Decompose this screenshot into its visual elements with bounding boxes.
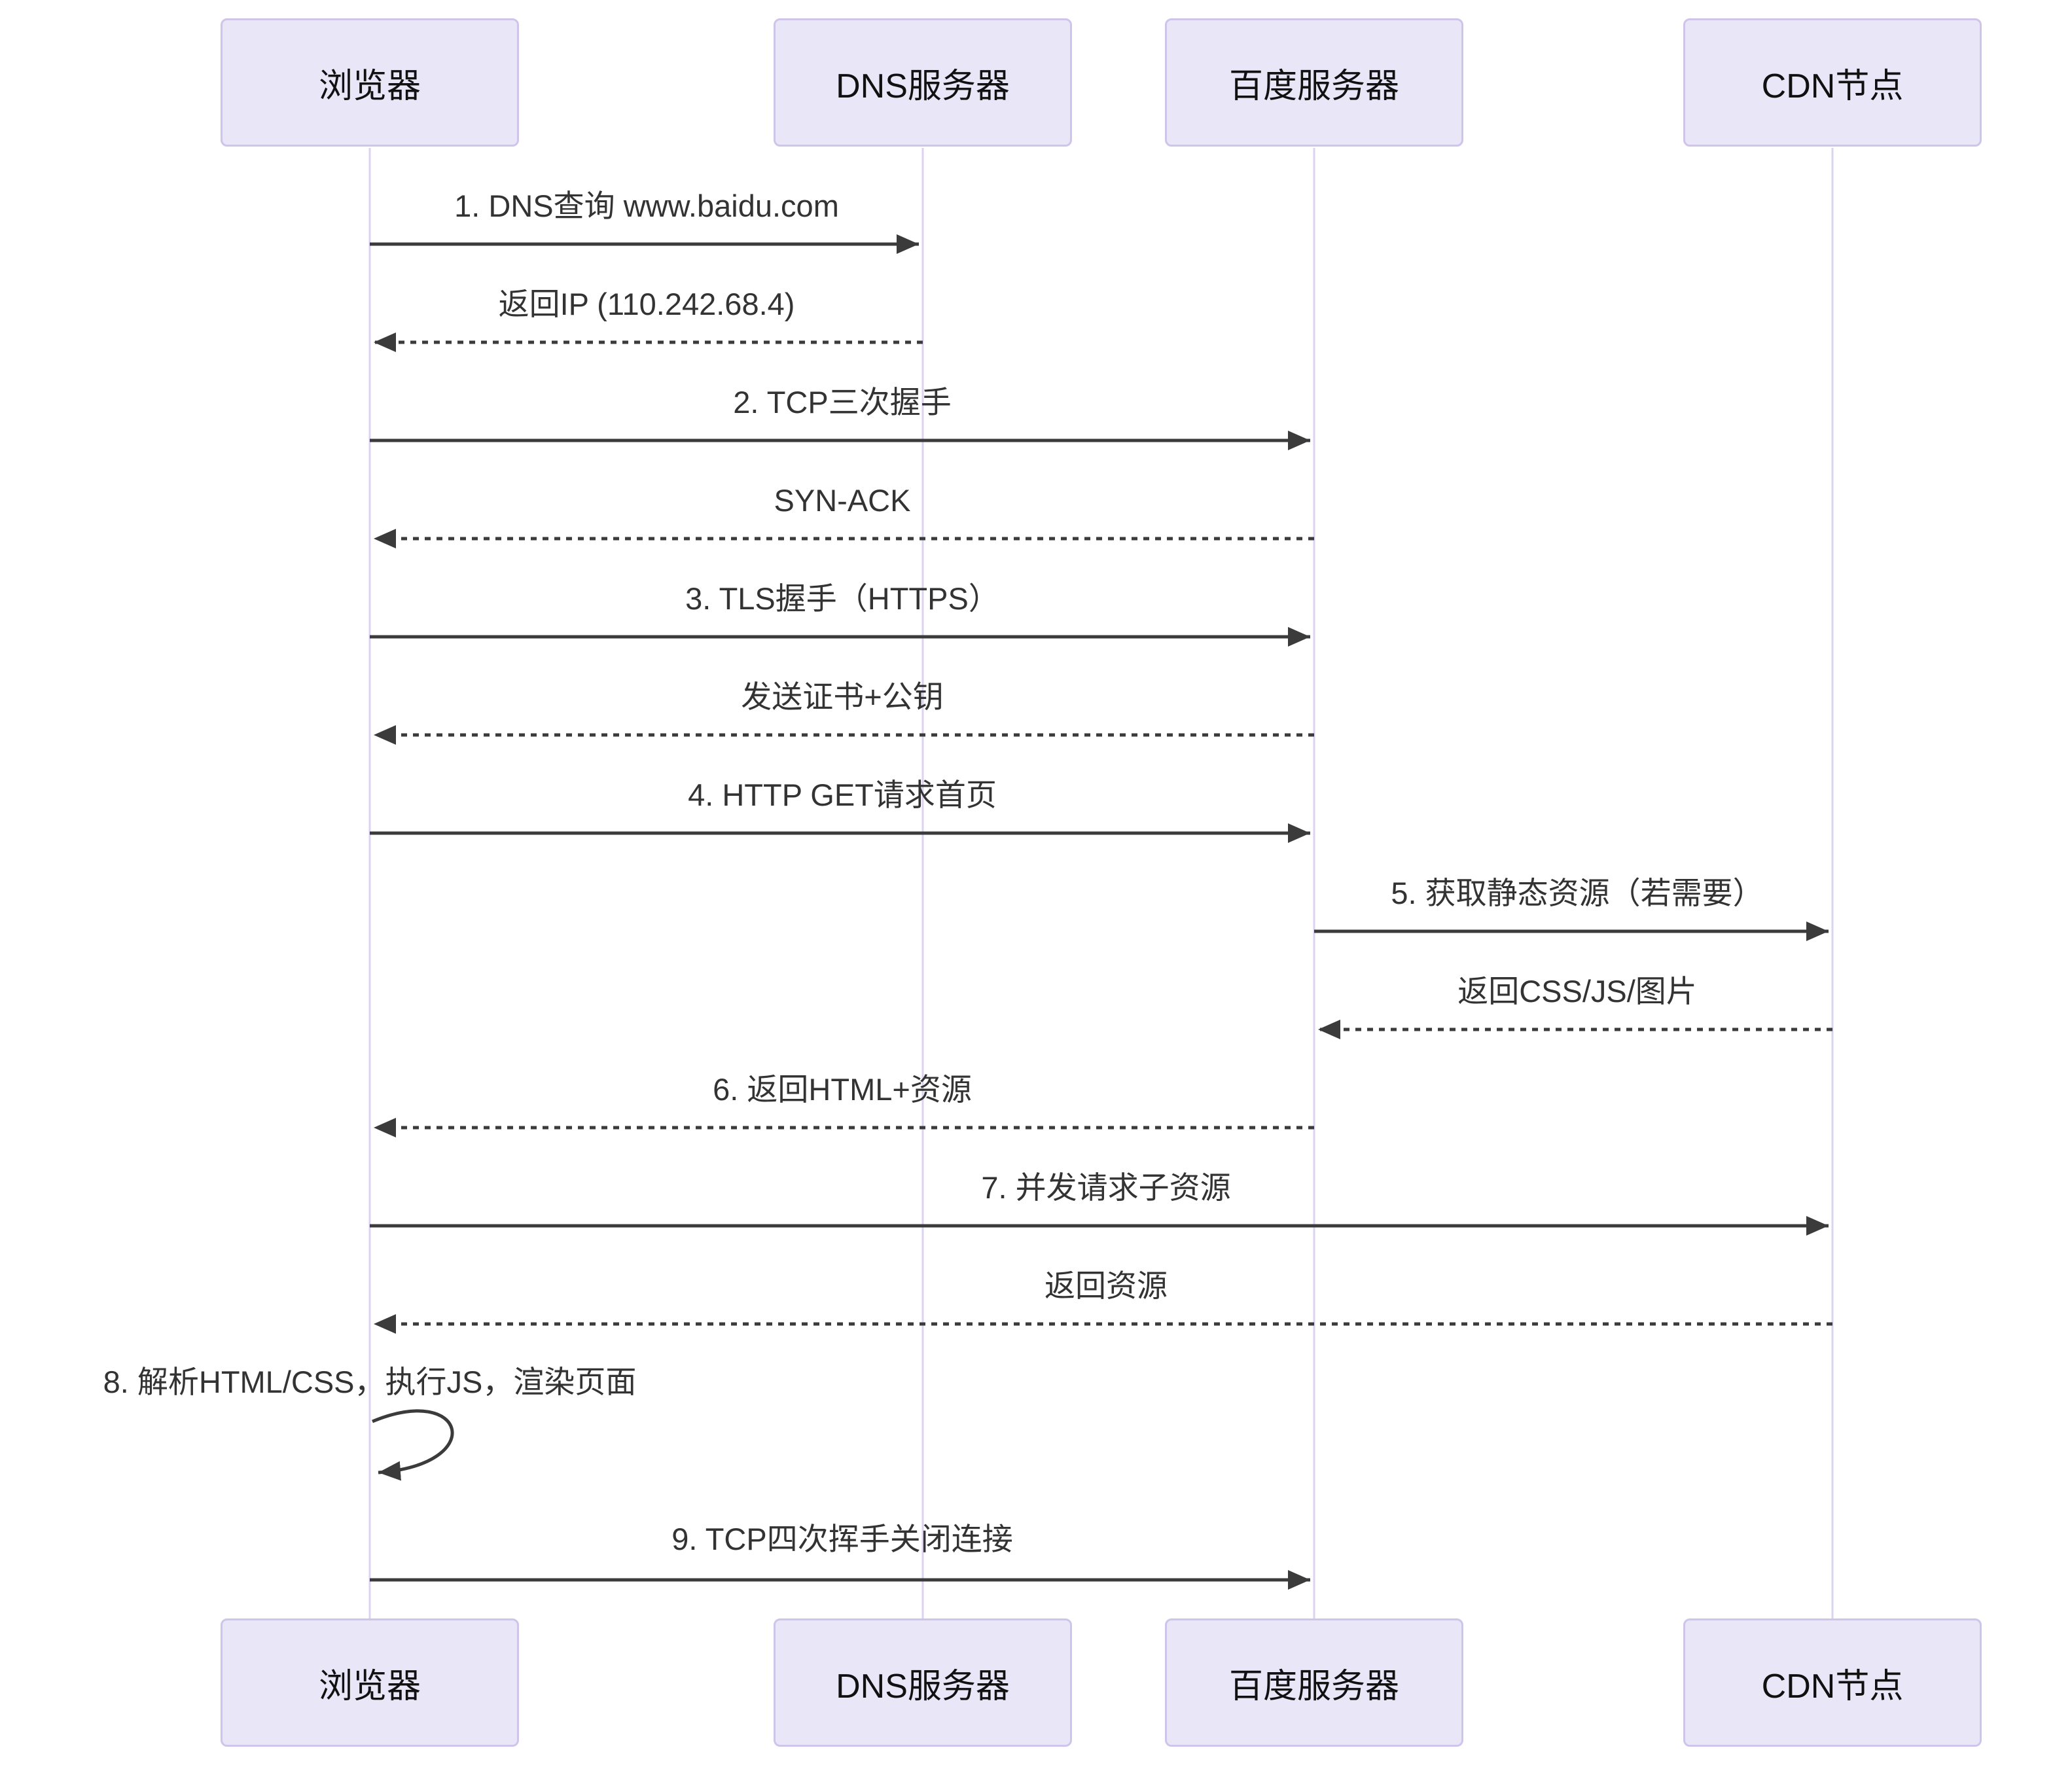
actor-bottom-baidu: 百度服务器 (1165, 1618, 1463, 1747)
actor-label: DNS服务器 (836, 67, 1010, 105)
message-label-12: 返回资源 (1045, 1268, 1168, 1303)
actor-bottom-browser: 浏览器 (221, 1618, 519, 1747)
actor-top-baidu: 百度服务器 (1165, 18, 1463, 147)
message-label-11: 7. 并发请求子资源 (981, 1170, 1231, 1205)
message-label-4: SYN-ACK (774, 482, 911, 518)
message-label-10: 6. 返回HTML+资源 (713, 1071, 972, 1107)
message-arrows (370, 234, 1832, 1590)
actor-label: CDN节点 (1761, 1667, 1904, 1706)
actor-label: DNS服务器 (836, 1667, 1010, 1706)
message-label-14: 9. TCP四次挥手关闭连接 (671, 1521, 1013, 1556)
message-label-9: 返回CSS/JS/图片 (1457, 973, 1697, 1009)
message-label-3: 2. TCP三次握手 (733, 384, 952, 420)
actor-label: 浏览器 (318, 1667, 421, 1706)
message-label-6: 发送证书+公钥 (741, 679, 944, 714)
message-label-5: 3. TLS握手（HTTPS） (685, 581, 999, 616)
message-label-8: 5. 获取静态资源（若需要） (1391, 875, 1764, 910)
actor-bottom-dns: DNS服务器 (774, 1618, 1072, 1747)
actor-top-cdn: CDN节点 (1683, 18, 1982, 147)
actor-top-browser: 浏览器 (221, 18, 519, 147)
message-label-2: 返回IP (110.242.68.4) (498, 286, 795, 321)
message-label-13: 8. 解析HTML/CSS，执行JS，渲染页面 (103, 1364, 637, 1399)
actor-label: 百度服务器 (1228, 67, 1399, 105)
actor-label: CDN节点 (1761, 67, 1904, 105)
message-label-7: 4. HTTP GET请求首页 (688, 777, 997, 812)
message-label-1: 1. DNS查询 www.baidu.com (454, 188, 839, 223)
actor-bottom-cdn: CDN节点 (1683, 1618, 1982, 1747)
actor-label: 浏览器 (318, 67, 421, 105)
arrow-msg-13-self-loop (372, 1409, 454, 1481)
actor-label: 百度服务器 (1228, 1667, 1399, 1706)
lifelines (368, 148, 1834, 1618)
actor-top-dns: DNS服务器 (774, 18, 1072, 147)
